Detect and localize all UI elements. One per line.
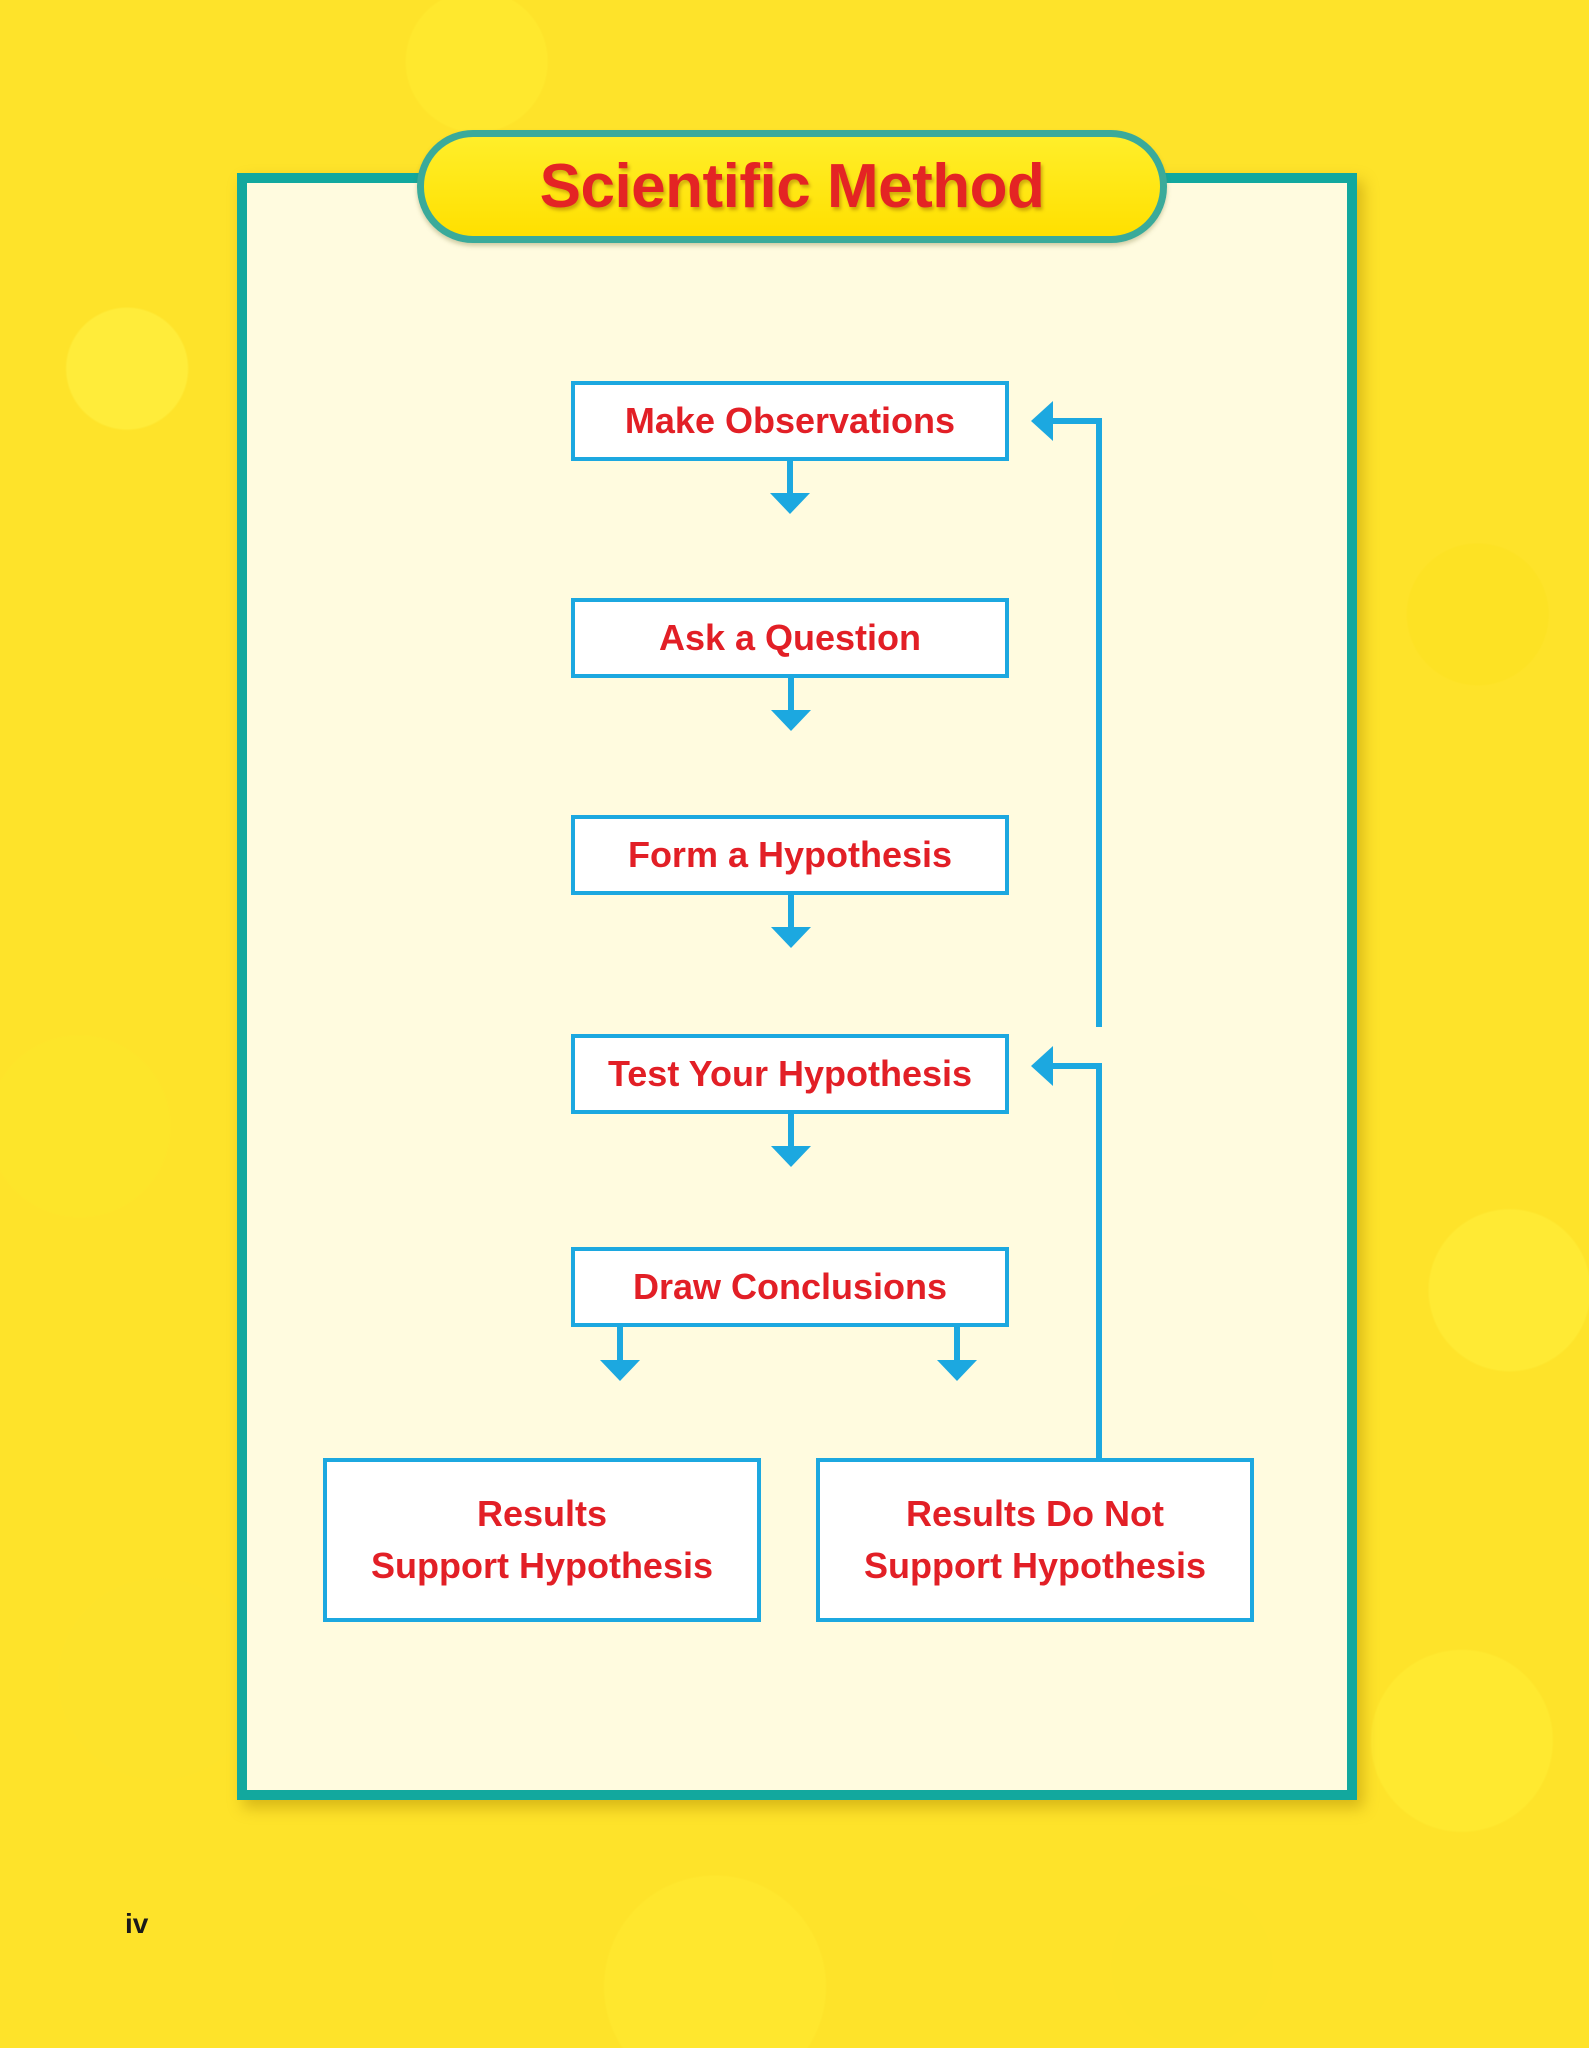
outcome-line: Support Hypothesis: [863, 1545, 1207, 1586]
page-title: Scientific Method: [539, 152, 1045, 221]
step-label: Form a Hypothesis: [627, 833, 953, 875]
outcome-line: Support Hypothesis: [370, 1545, 714, 1586]
outcome-line: Results Do Not: [905, 1492, 1164, 1534]
outcome-line: Results: [476, 1492, 608, 1534]
step-label: Test Your Hypothesis: [607, 1052, 973, 1094]
outcome-not-supports: Results Do Not Support Hypothesis: [816, 1458, 1254, 1622]
step-make-observations: Make Observations: [571, 381, 1009, 461]
step-test-hypothesis: Test Your Hypothesis: [571, 1034, 1009, 1114]
step-draw-conclusions: Draw Conclusions: [571, 1247, 1009, 1327]
step-label: Make Observations: [624, 399, 956, 441]
page-number: iv: [125, 1908, 149, 1939]
title-banner: Scientific Method: [417, 130, 1167, 243]
step-label: Ask a Question: [658, 616, 922, 658]
outcome-supports: Results Support Hypothesis: [323, 1458, 761, 1622]
step-form-hypothesis: Form a Hypothesis: [571, 815, 1009, 895]
step-ask-question: Ask a Question: [571, 598, 1009, 678]
step-label: Draw Conclusions: [632, 1265, 948, 1307]
